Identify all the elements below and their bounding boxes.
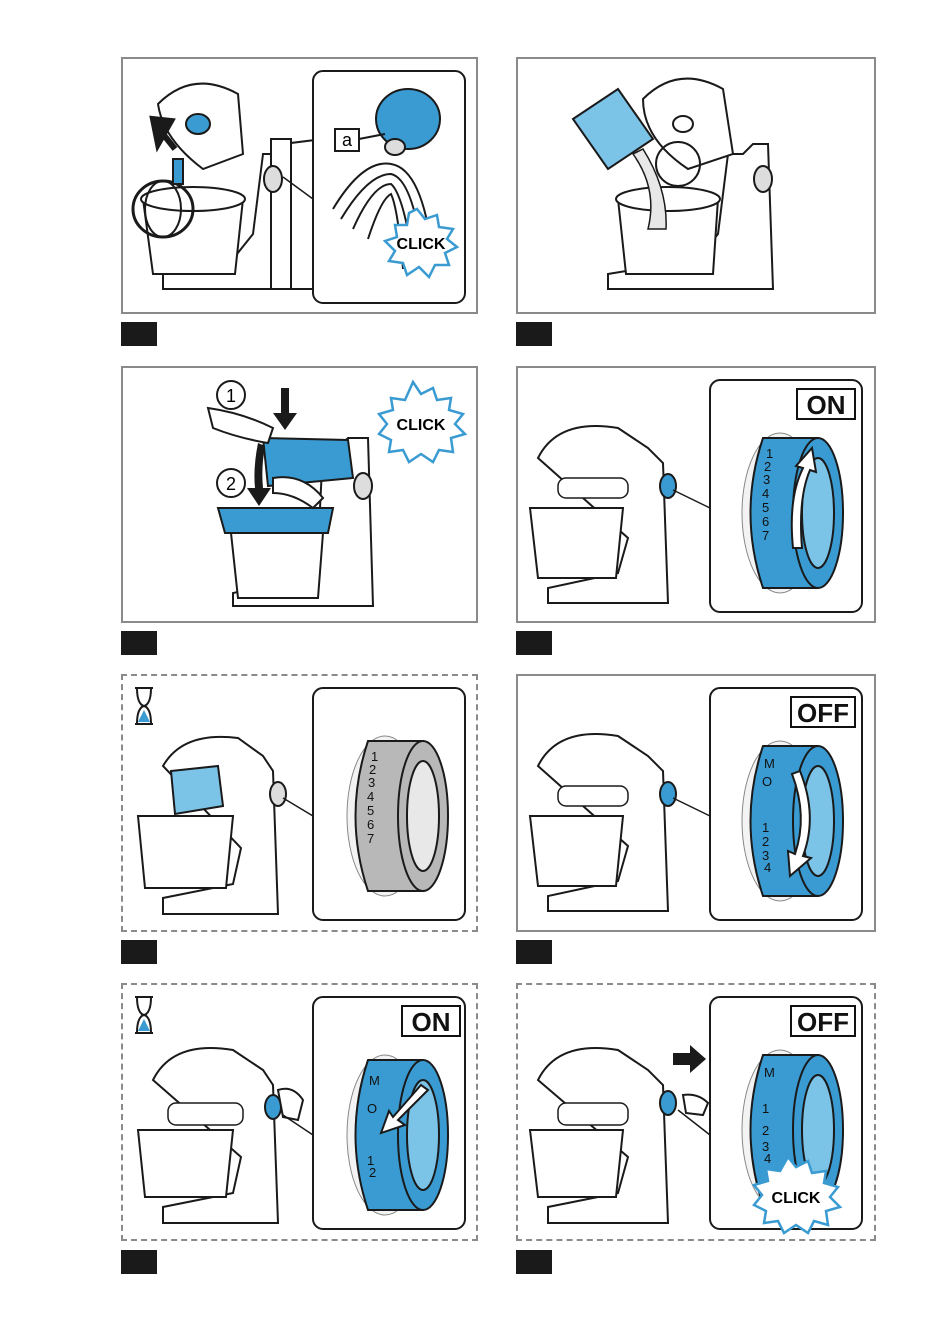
dial-mark: 4 bbox=[762, 486, 769, 501]
dial-mark: O bbox=[762, 774, 772, 789]
marker-1: 1 bbox=[226, 386, 236, 406]
dial-icon bbox=[660, 474, 676, 498]
dial-mark: 4 bbox=[764, 1151, 771, 1166]
dial-mark: 3 bbox=[368, 775, 375, 790]
off-label: OFF bbox=[790, 1005, 856, 1037]
step-tab-6 bbox=[516, 940, 552, 964]
hourglass-icon bbox=[135, 688, 153, 724]
dial-mark: 6 bbox=[762, 514, 769, 529]
step-panel-3: 1 2 CLICK bbox=[121, 366, 478, 623]
click-label: CLICK bbox=[397, 417, 446, 434]
tool-drive-icon bbox=[186, 114, 210, 134]
dial-mark: 4 bbox=[764, 860, 771, 875]
step-tab-4 bbox=[516, 631, 552, 655]
dial-mark: M bbox=[764, 1065, 775, 1080]
dial-icon bbox=[660, 782, 676, 806]
off-label: OFF bbox=[790, 696, 856, 728]
dial-mark: 2 bbox=[762, 834, 769, 849]
dial-mark: 2 bbox=[762, 1123, 769, 1138]
push-arrow-icon bbox=[673, 1045, 706, 1073]
illustration-add-ingredients bbox=[518, 59, 874, 312]
dial-mark: 5 bbox=[762, 500, 769, 515]
arrow-down-icon bbox=[273, 388, 297, 430]
dial-mark: 1 bbox=[762, 820, 769, 835]
illustration-attach-whisk: a CLICK bbox=[123, 59, 476, 312]
dial-icon bbox=[354, 473, 372, 499]
dial-icon bbox=[754, 166, 772, 192]
dial-icon bbox=[660, 1091, 676, 1115]
dial-icon bbox=[264, 166, 282, 192]
marker-2: 2 bbox=[226, 474, 236, 494]
dial-mark: 7 bbox=[367, 831, 374, 846]
on-label: ON bbox=[401, 1005, 461, 1037]
step-panel-4: 1 2 3 4 5 6 7 ON bbox=[516, 366, 876, 623]
click-label: CLICK bbox=[772, 1190, 821, 1207]
hourglass-icon bbox=[135, 997, 153, 1033]
step-panel-8: M 1 2 3 4 CLICK OFF bbox=[516, 983, 876, 1241]
step-panel-5: 1 2 3 4 5 6 7 bbox=[121, 674, 478, 932]
click-label: CLICK bbox=[397, 236, 446, 253]
step-tab-8 bbox=[516, 1250, 552, 1274]
step-tab-3 bbox=[121, 631, 157, 655]
step-tab-7 bbox=[121, 1250, 157, 1274]
dial-mark: O bbox=[367, 1101, 377, 1116]
illustration-close-lid: 1 2 CLICK bbox=[123, 368, 476, 621]
dial-icon bbox=[270, 782, 286, 806]
dial-mark: M bbox=[764, 756, 775, 771]
dial-mark: 7 bbox=[762, 528, 769, 543]
step-tab-2 bbox=[516, 322, 552, 346]
step-panel-7: M O 1 2 ON bbox=[121, 983, 478, 1241]
step-panel-2 bbox=[516, 57, 876, 314]
dial-mark: 4 bbox=[367, 789, 374, 804]
on-label: ON bbox=[796, 388, 856, 420]
dial-mark: 6 bbox=[367, 817, 374, 832]
dial-mark: M bbox=[369, 1073, 380, 1088]
dial-mark: 1 bbox=[762, 1101, 769, 1116]
step-panel-6: M O 1 2 3 4 OFF bbox=[516, 674, 876, 932]
marker-a: a bbox=[342, 130, 353, 150]
illustration-running: 1 2 3 4 5 6 7 bbox=[123, 676, 476, 930]
dial-mark: 3 bbox=[763, 472, 770, 487]
step-tab-5 bbox=[121, 940, 157, 964]
step-panel-1: a CLICK bbox=[121, 57, 478, 314]
dial-mark: 2 bbox=[369, 1165, 376, 1180]
dial-mark: 5 bbox=[367, 803, 374, 818]
jug-icon bbox=[171, 766, 223, 814]
step-tab-1 bbox=[121, 322, 157, 346]
